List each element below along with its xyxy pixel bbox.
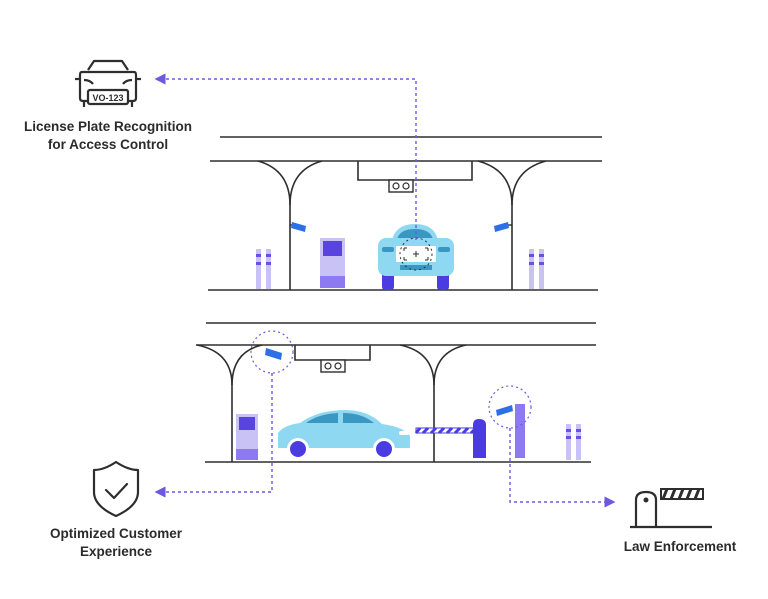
law-label: Law Enforcement (600, 538, 760, 556)
lpr-label-line2: for Access Control (47, 137, 169, 152)
lower-sensor (320, 359, 346, 373)
plate-text: VO-123 (92, 93, 123, 103)
ocx-label-line1: Optimized Customer (49, 526, 182, 541)
connectors (154, 73, 616, 508)
upper-bollards-right (529, 249, 544, 289)
ocx-label: Optimized Customer Experience (26, 525, 206, 561)
lower-camera (250, 330, 294, 374)
upper-cameras (290, 222, 512, 232)
ocx-label-line2: Experience (79, 544, 153, 559)
front-view-car (378, 224, 454, 290)
side-view-car (278, 410, 410, 460)
barrier-gate-icon (630, 488, 712, 529)
lower-bollards (566, 424, 581, 460)
car-plate-icon (75, 59, 141, 107)
lpr-label: License Plate Recognition for Access Con… (18, 118, 198, 154)
shield-check-icon (92, 460, 140, 518)
law-label-text: Law Enforcement (623, 539, 737, 554)
lpr-label-line1: License Plate Recognition (23, 119, 193, 134)
upper-level (208, 136, 602, 291)
lower-pay-kiosk (236, 414, 258, 460)
upper-sensor (388, 179, 414, 193)
lower-level (196, 322, 596, 463)
barrier-gate (414, 385, 532, 458)
upper-pay-kiosk (320, 238, 345, 288)
upper-bollards-left (256, 249, 271, 289)
